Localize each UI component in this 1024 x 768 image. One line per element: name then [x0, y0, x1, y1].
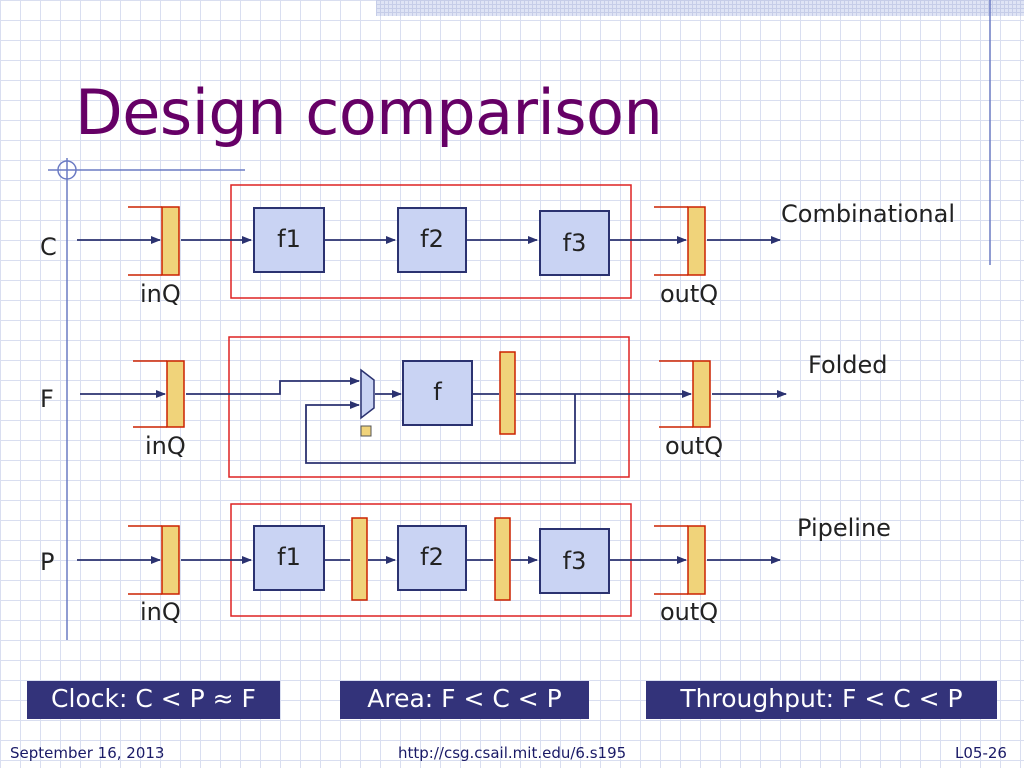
function-box-f1: f1: [253, 525, 325, 591]
pipeline-register-1: [351, 517, 368, 601]
row-kind-pipeline: Pipeline: [797, 514, 891, 542]
row-kind-combinational: Combinational: [781, 200, 955, 228]
in-queue-label: inQ: [140, 280, 181, 308]
throughput-summary: Throughput: F < C < P: [646, 681, 997, 719]
footer-slide-number: L05-26: [955, 744, 1007, 762]
row-label-f: F: [40, 385, 54, 413]
decorative-lines: [48, 0, 991, 640]
enclosure: [230, 184, 632, 299]
out-queue: [659, 360, 711, 428]
row-folded: [80, 336, 787, 478]
function-box-f1: f1: [253, 207, 325, 273]
function-box-f: f: [402, 360, 473, 426]
out-queue: [654, 206, 706, 276]
mux: [360, 368, 375, 420]
function-box-f3: f3: [539, 528, 610, 594]
row-label-p: P: [40, 548, 55, 576]
function-box-f2: f2: [397, 207, 467, 273]
out-queue: [654, 525, 706, 595]
slide-title: Design comparison: [75, 76, 663, 149]
function-box-f3: f3: [539, 210, 610, 276]
row-combinational: [77, 184, 781, 299]
in-queue: [133, 360, 185, 428]
mux-select: [360, 425, 372, 437]
out-queue-label: outQ: [665, 432, 724, 460]
row-pipeline: [77, 503, 781, 617]
pipeline-register-2: [494, 517, 511, 601]
in-queue-label: inQ: [140, 598, 181, 626]
enclosure: [228, 336, 630, 478]
area-summary: Area: F < C < P: [340, 681, 589, 719]
clock-summary: Clock: C < P ≈ F: [27, 681, 280, 719]
function-box-f2: f2: [397, 525, 467, 591]
in-queue: [128, 206, 180, 276]
in-queue-label: inQ: [145, 432, 186, 460]
footer-url: http://csg.csail.mit.edu/6.s195: [398, 744, 627, 762]
folded-register: [499, 351, 516, 435]
wires: [80, 377, 787, 464]
row-label-c: C: [40, 233, 57, 261]
in-queue: [128, 525, 180, 595]
out-queue-label: outQ: [660, 280, 719, 308]
header-band: [376, 0, 1024, 16]
footer-date: September 16, 2013: [10, 744, 165, 762]
row-kind-folded: Folded: [808, 351, 888, 379]
out-queue-label: outQ: [660, 598, 719, 626]
